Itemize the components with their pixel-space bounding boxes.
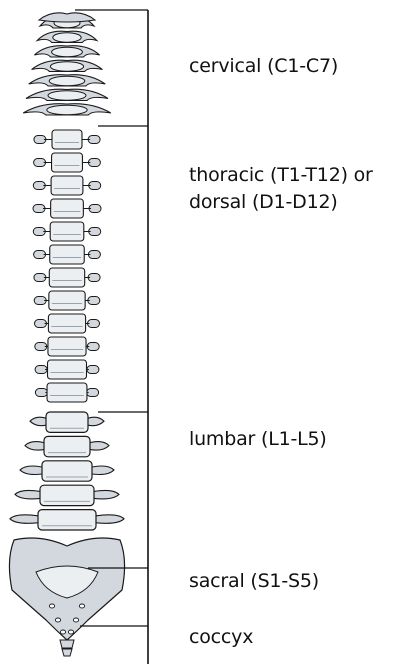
lumbar-vertebra bbox=[25, 436, 109, 456]
cervical-vertebra bbox=[34, 46, 99, 57]
sacrum bbox=[9, 538, 124, 640]
sacral-foramen bbox=[73, 618, 78, 622]
lumbar-vertebra bbox=[20, 461, 114, 481]
label-coccyx: coccyx bbox=[189, 624, 253, 651]
cervical-vertebra bbox=[23, 104, 111, 115]
thoracic-vertebra bbox=[34, 130, 100, 149]
label-coccyx-line-1: coccyx bbox=[189, 624, 253, 651]
thoracic-vertebra bbox=[34, 268, 100, 287]
lumbar-vertebra bbox=[15, 485, 119, 505]
thoracic-vertebra bbox=[35, 360, 99, 379]
sacral-foramen bbox=[55, 618, 60, 622]
thoracic-vertebra bbox=[35, 337, 99, 356]
label-thoracic-line-2: dorsal (D1-D12) bbox=[189, 189, 373, 216]
label-sacral: sacral (S1-S5) bbox=[189, 568, 319, 595]
cervical-vertebra bbox=[26, 89, 108, 100]
label-lumbar-line-1: lumbar (L1-L5) bbox=[189, 426, 327, 453]
coccyx bbox=[60, 640, 74, 656]
label-thoracic: thoracic (T1-T12) or dorsal (D1-D12) bbox=[189, 162, 373, 216]
thoracic-vertebra bbox=[35, 314, 100, 333]
thoracic-vertebra bbox=[35, 383, 98, 402]
atlas-vertebra bbox=[39, 13, 95, 22]
label-cervical: cervical (C1-C7) bbox=[189, 53, 338, 80]
cervical-vertebra bbox=[37, 31, 97, 42]
label-thoracic-line-1: thoracic (T1-T12) or bbox=[189, 162, 373, 189]
thoracic-vertebra bbox=[34, 153, 101, 172]
sacral-foramen bbox=[49, 604, 54, 608]
thoracic-vertebra bbox=[33, 222, 100, 241]
sacral-foramen bbox=[68, 630, 73, 634]
vertebral-column bbox=[9, 13, 124, 656]
sacral-foramen bbox=[60, 630, 65, 634]
cervical-vertebra bbox=[32, 60, 103, 71]
lumbar-vertebra bbox=[30, 412, 104, 432]
sacral-foramen bbox=[79, 604, 84, 608]
thoracic-vertebra bbox=[34, 291, 100, 310]
label-lumbar: lumbar (L1-L5) bbox=[189, 426, 327, 453]
cervical-vertebra bbox=[29, 75, 105, 86]
label-cervical-line-1: cervical (C1-C7) bbox=[189, 53, 338, 80]
thoracic-vertebra bbox=[34, 245, 101, 264]
thoracic-vertebra bbox=[33, 199, 101, 218]
thoracic-vertebra bbox=[33, 176, 100, 195]
label-sacral-line-1: sacral (S1-S5) bbox=[189, 568, 319, 595]
lumbar-vertebra bbox=[10, 510, 124, 530]
